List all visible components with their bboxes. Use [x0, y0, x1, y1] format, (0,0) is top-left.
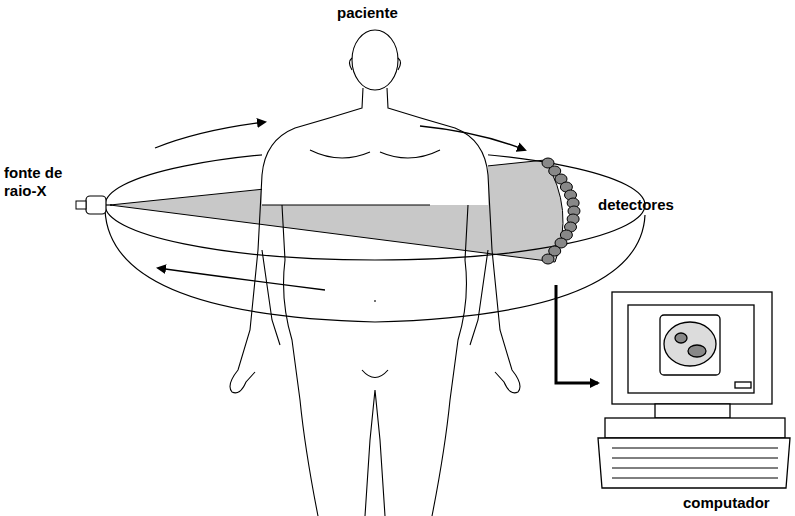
patient-figure	[230, 30, 520, 516]
detector-cell	[542, 254, 554, 264]
keyboard-row	[612, 478, 778, 479]
keyboard-row	[612, 448, 778, 449]
rotation-arrows	[155, 122, 525, 290]
keyboard-row	[612, 458, 778, 459]
detector-label: detectores	[598, 196, 674, 214]
computer-label: computador	[683, 494, 770, 512]
orbit-ring-lower	[105, 210, 645, 322]
keyboard-row	[612, 468, 778, 469]
patient-label: paciente	[337, 4, 398, 22]
source-label: fonte de raio-X	[4, 164, 76, 200]
slice-line	[262, 204, 430, 205]
computer-figure	[598, 292, 790, 488]
data-arrow	[556, 285, 598, 383]
x-ray-source	[76, 196, 112, 214]
detector-array	[542, 158, 580, 264]
